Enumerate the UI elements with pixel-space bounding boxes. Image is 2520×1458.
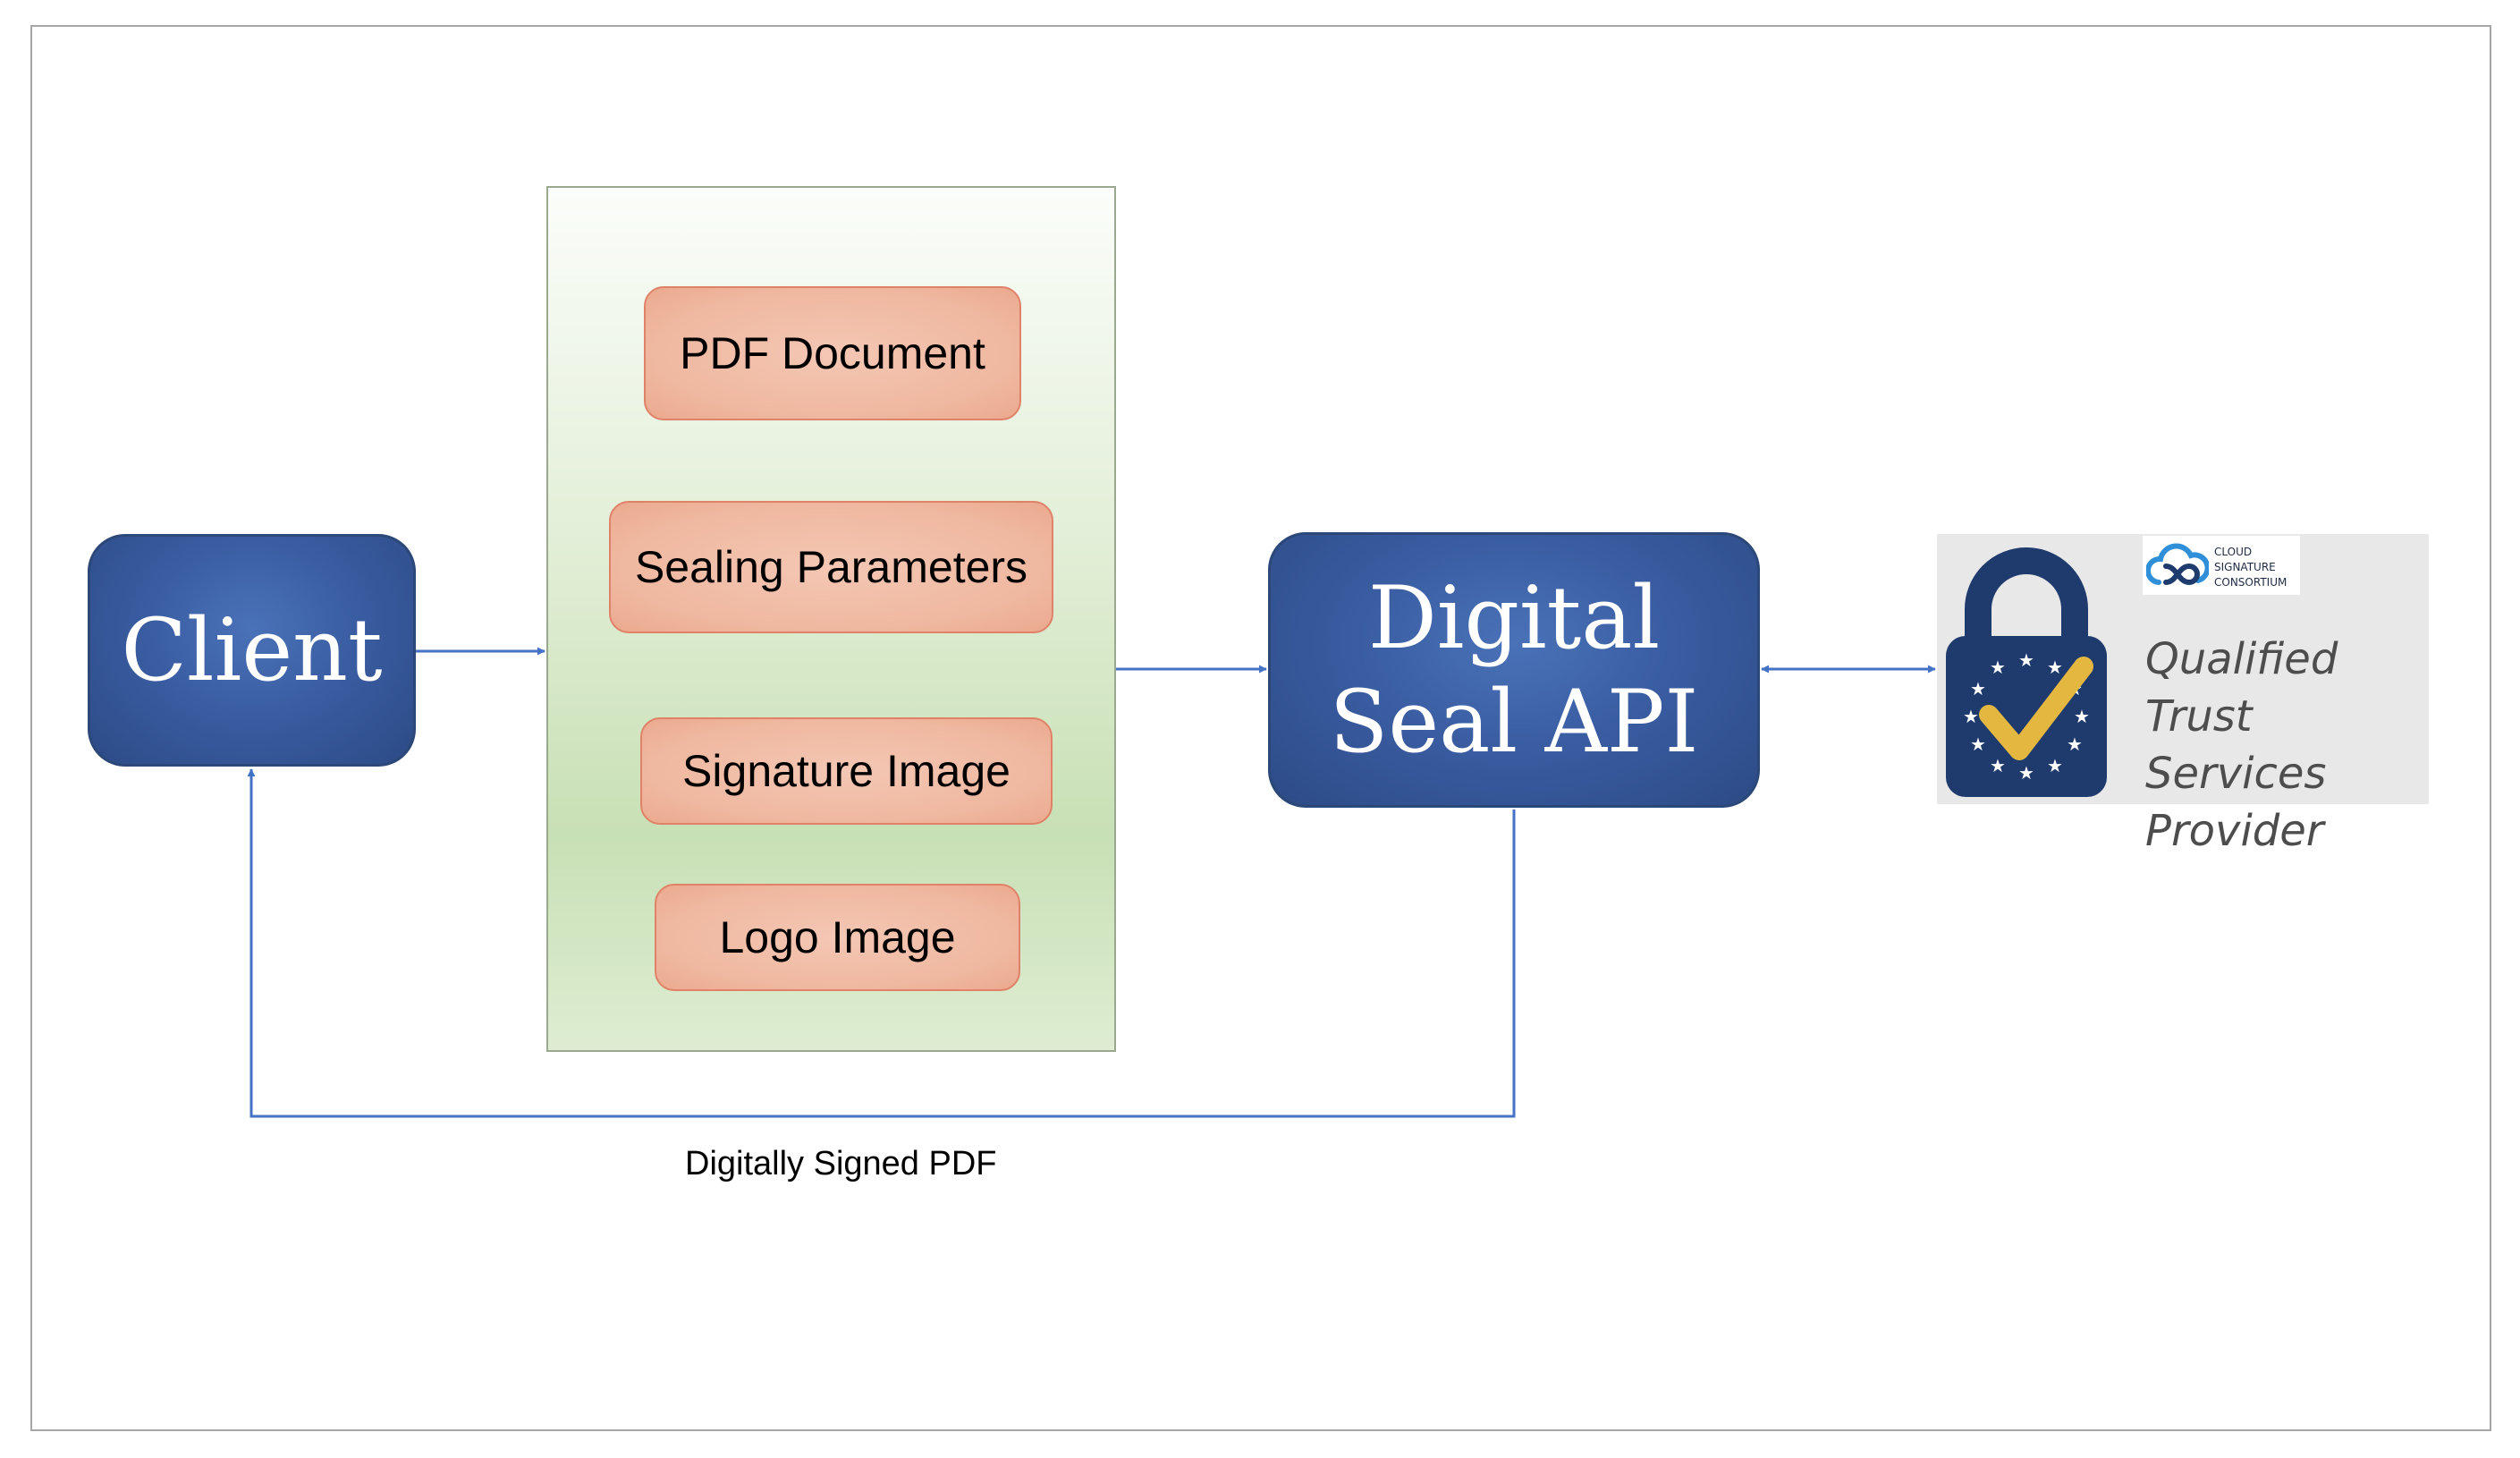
request-payload-panel: PDF Document Sealing Parameters Signatur… — [546, 186, 1116, 1052]
padlock-check-icon: ★ ★ ★ ★ ★ ★ ★ ★ ★ ★ ★ ★ — [1946, 547, 2107, 797]
payload-item-logo-image: Logo Image — [655, 884, 1020, 991]
digital-seal-api-node: Digital Seal API — [1268, 532, 1760, 808]
svg-text:★: ★ — [1963, 706, 1979, 727]
arrow-api-return-to-client — [247, 768, 1516, 1118]
cloud-signature-consortium-logo: CLOUD SIGNATURE CONSORTIUM — [2143, 536, 2300, 595]
svg-text:★: ★ — [1970, 678, 1986, 699]
svg-text:★: ★ — [1970, 733, 1986, 755]
diagram-frame — [30, 25, 2491, 1431]
qualified-trust-services-provider-text: Qualified Trust Services Provider — [2145, 634, 2338, 856]
cloud-logo-icon — [2146, 543, 2209, 586]
svg-text:★: ★ — [1990, 657, 2006, 678]
trust-services-provider-badge: ★ ★ ★ ★ ★ ★ ★ ★ ★ ★ ★ ★ CLOUD SIGNATURE … — [1937, 534, 2429, 856]
svg-text:★: ★ — [2047, 657, 2063, 678]
svg-text:★: ★ — [1990, 755, 2006, 776]
svg-text:★: ★ — [2018, 762, 2034, 784]
svg-text:★: ★ — [2018, 649, 2034, 671]
svg-text:★: ★ — [2047, 755, 2063, 776]
return-flow-label: Digitally Signed PDF — [685, 1145, 997, 1183]
payload-item-pdf-document: PDF Document — [644, 286, 1021, 420]
svg-text:★: ★ — [2074, 706, 2090, 727]
payload-item-signature-image: Signature Image — [640, 717, 1053, 825]
client-node: Client — [88, 534, 416, 767]
consortium-name: CLOUD SIGNATURE CONSORTIUM — [2214, 546, 2287, 589]
payload-item-sealing-parameters: Sealing Parameters — [609, 501, 1053, 633]
svg-text:★: ★ — [2067, 733, 2083, 755]
